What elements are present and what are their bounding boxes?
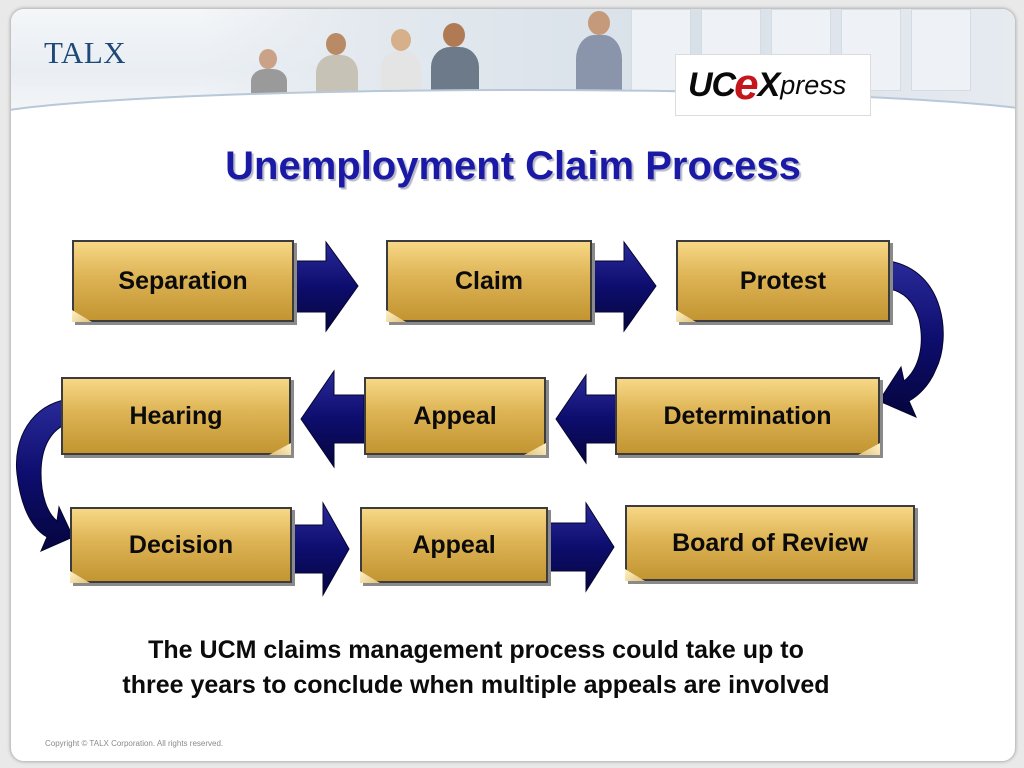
header-wave: [11, 91, 1015, 154]
page-title: Unemployment Claim Process: [225, 144, 801, 188]
step-label: Claim: [454, 266, 524, 295]
step-hearing: Hearing: [61, 377, 291, 455]
process-note: The UCM claims management process could …: [51, 633, 901, 703]
arrow-left-icon: [555, 373, 617, 465]
step-label: Decision: [128, 530, 234, 559]
copyright-text: Copyright © TALX Corporation. All rights…: [45, 739, 224, 748]
curved-arrow-icon: [878, 260, 944, 418]
step-determination: Determination: [615, 377, 880, 455]
step-appeal-2: Appeal: [360, 507, 548, 583]
step-protest: Protest: [676, 240, 890, 322]
arrow-right-icon: [546, 501, 615, 593]
step-appeal-1: Appeal: [364, 377, 546, 455]
step-decision: Decision: [70, 507, 292, 583]
step-label: Appeal: [413, 401, 497, 430]
step-separation: Separation: [72, 240, 294, 322]
process-arrows: [15, 240, 944, 597]
note-line-1: The UCM claims management process could …: [148, 636, 804, 664]
arrow-right-icon: [292, 240, 359, 333]
step-label: Appeal: [412, 530, 496, 559]
arrow-right-icon: [290, 501, 350, 597]
curved-arrow-icon: [15, 398, 74, 552]
step-label: Protest: [739, 266, 827, 295]
step-label: Determination: [663, 401, 832, 430]
step-label: Hearing: [129, 401, 223, 430]
talx-logo: TALX: [44, 35, 127, 70]
step-claim: Claim: [386, 240, 592, 322]
step-label: Separation: [118, 266, 248, 295]
step-label: Board of Review: [672, 528, 868, 557]
note-line-2: three years to conclude when multiple ap…: [122, 671, 830, 699]
arrow-right-icon: [590, 240, 657, 333]
arrow-left-icon: [300, 369, 365, 469]
step-board-of-review: Board of Review: [625, 505, 915, 581]
